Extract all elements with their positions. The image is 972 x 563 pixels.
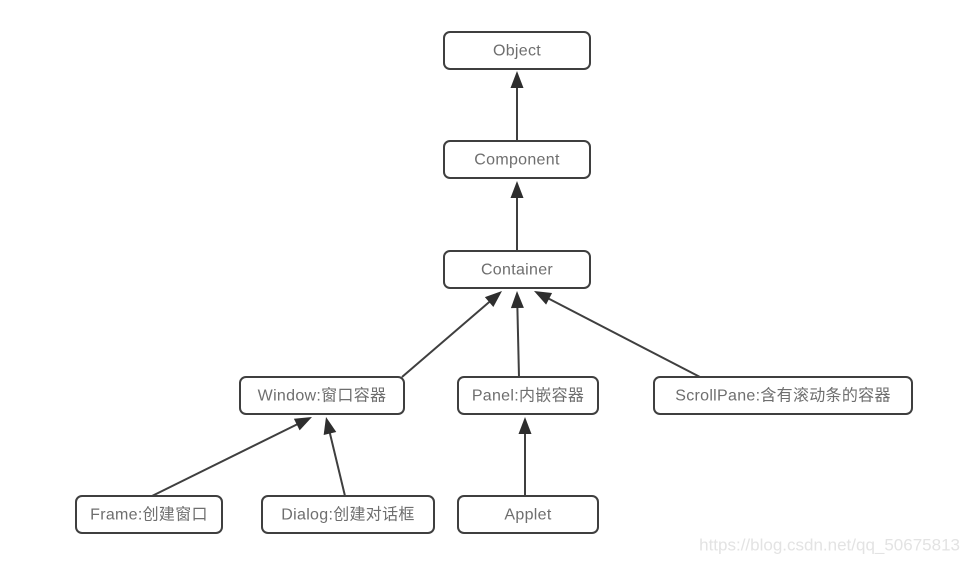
node-box-applet [457, 495, 599, 534]
edge-component-to-object [510, 71, 524, 141]
node-box-component [443, 140, 591, 179]
node-box-object [443, 31, 591, 70]
edge-line [545, 296, 701, 378]
edge-panel-to-container [510, 291, 524, 378]
edge-frame-to-window [151, 417, 312, 497]
edge-container-to-component [510, 181, 524, 251]
edge-line [151, 421, 301, 497]
arrowhead-icon [323, 417, 337, 436]
node-label-applet: Applet [504, 507, 551, 524]
node-container[interactable]: Container [443, 250, 591, 289]
node-label-container: Container [481, 262, 553, 279]
edge-applet-to-panel [518, 417, 532, 496]
node-label-window: Window:窗口容器 [258, 387, 387, 405]
node-label-panel: Panel:内嵌容器 [472, 387, 584, 405]
node-panel[interactable]: Panel:内嵌容器 [457, 376, 599, 415]
edge-line [401, 298, 493, 378]
edge-window-to-container [401, 291, 502, 378]
node-box-frame [75, 495, 223, 534]
node-box-panel [457, 376, 599, 415]
node-dialog[interactable]: Dialog:创建对话框 [261, 495, 435, 534]
arrowhead-icon [510, 291, 524, 309]
arrowhead-icon [518, 417, 532, 434]
node-box-container [443, 250, 591, 289]
arrowhead-icon [534, 291, 553, 305]
node-label-component: Component [474, 152, 560, 169]
node-box-scrollpane [653, 376, 913, 415]
node-label-dialog: Dialog:创建对话框 [281, 506, 414, 524]
node-applet[interactable]: Applet [457, 495, 599, 534]
node-component[interactable]: Component [443, 140, 591, 179]
node-label-object: Object [493, 43, 541, 60]
edge-dialog-to-window [323, 417, 346, 497]
edges-layer [151, 71, 701, 497]
watermark-label: https://blog.csdn.net/qq_50675813 [699, 535, 960, 554]
node-frame[interactable]: Frame:创建窗口 [75, 495, 223, 534]
edge-scrollpane-to-container [534, 291, 701, 378]
node-box-dialog [261, 495, 435, 534]
edge-line [516, 303, 520, 378]
node-box-window [239, 376, 405, 415]
edge-line [328, 429, 346, 497]
arrowhead-icon [510, 181, 524, 198]
arrowhead-icon [510, 71, 524, 88]
node-object[interactable]: Object [443, 31, 591, 70]
node-window[interactable]: Window:窗口容器 [239, 376, 405, 415]
node-scrollpane[interactable]: ScrollPane:含有滚动条的容器 [653, 376, 913, 415]
node-label-frame: Frame:创建窗口 [90, 506, 208, 524]
node-label-scrollpane: ScrollPane:含有滚动条的容器 [675, 387, 891, 405]
arrowhead-icon [484, 291, 502, 308]
arrowhead-icon [293, 417, 312, 431]
